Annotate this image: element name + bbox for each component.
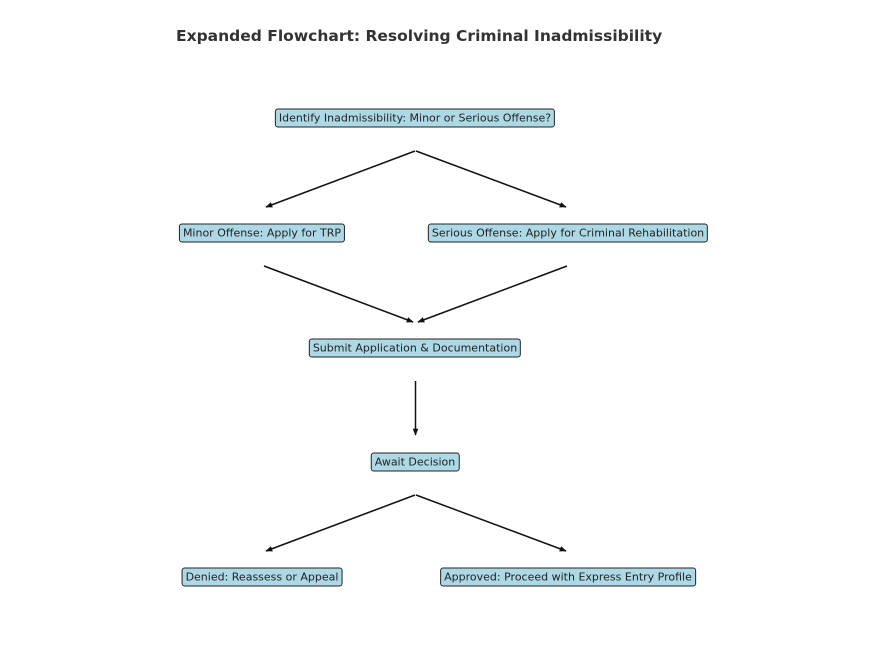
edge-serious-submit bbox=[417, 265, 568, 323]
node-denied: Denied: Reassess or Appeal bbox=[181, 567, 343, 587]
edge-identify-serious bbox=[415, 150, 567, 208]
node-serious-offense: Serious Offense: Apply for Criminal Reha… bbox=[427, 223, 709, 243]
edge-minor-submit bbox=[263, 265, 414, 323]
diagram-title: Expanded Flowchart: Resolving Criminal I… bbox=[176, 27, 663, 45]
edge-await-approved bbox=[415, 494, 567, 552]
edge-await-denied bbox=[265, 494, 416, 552]
node-approved: Approved: Proceed with Express Entry Pro… bbox=[440, 567, 696, 587]
node-minor-offense: Minor Offense: Apply for TRP bbox=[178, 223, 346, 243]
node-await-decision: Await Decision bbox=[370, 452, 460, 472]
node-identify-inadmissibility: Identify Inadmissibility: Minor or Serio… bbox=[274, 108, 556, 128]
node-submit-application: Submit Application & Documentation bbox=[308, 338, 522, 358]
edge-identify-minor bbox=[265, 150, 416, 208]
